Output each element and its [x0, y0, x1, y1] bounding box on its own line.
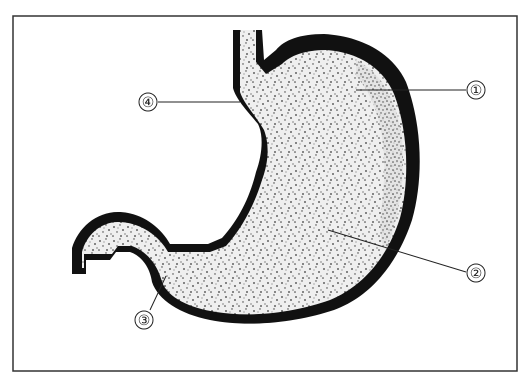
callout-1-label: ①: [470, 83, 483, 99]
callout-4: ④: [139, 93, 157, 111]
callout-2: ②: [467, 264, 485, 282]
callout-4-label: ④: [142, 95, 155, 111]
callout-3: ③: [135, 311, 153, 329]
callout-1: ①: [467, 81, 485, 99]
callout-2-label: ②: [470, 266, 483, 282]
callout-3-label: ③: [138, 313, 151, 329]
